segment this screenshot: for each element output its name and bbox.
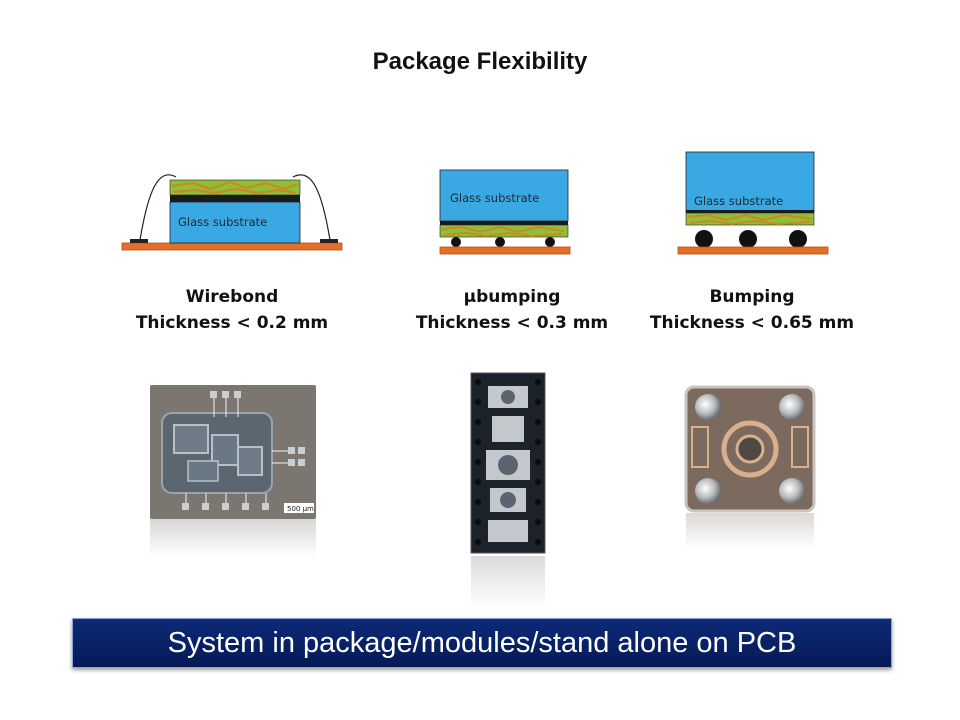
pcb-board	[121, 242, 343, 251]
wirebond-caption: Wirebond Thickness < 0.2 mm	[112, 284, 352, 336]
glass-substrate-label: Glass substrate	[178, 215, 267, 229]
glass-substrate	[439, 169, 569, 222]
bond-wire-left	[139, 174, 177, 241]
wirebond-chip-photo: 500 µm	[150, 385, 316, 557]
microbump-chip-photo	[470, 372, 546, 608]
solder-bump	[789, 230, 807, 248]
micro-bump	[495, 237, 505, 247]
package-name: µbumping	[463, 287, 561, 307]
bumping-caption: Bumping Thickness < 0.65 mm	[632, 284, 872, 336]
microbump-diagram: Glass substrate	[439, 169, 571, 255]
package-name: Bumping	[709, 287, 795, 307]
microbump-caption: µbumping Thickness < 0.3 mm	[392, 284, 632, 336]
glass-substrate	[685, 151, 815, 213]
wirebond-diagram: Glass substrate	[121, 174, 343, 251]
pcb-board	[439, 246, 571, 255]
interconnect-traces	[687, 213, 813, 226]
solder-bump	[739, 230, 757, 248]
bumping-chip-photo	[684, 385, 816, 548]
interconnect-layer-dark	[686, 210, 814, 213]
bond-pad-left	[130, 239, 148, 243]
package-name: Wirebond	[185, 287, 279, 307]
package-thickness: Thickness < 0.65 mm	[649, 313, 855, 333]
interconnect-traces	[441, 225, 565, 238]
package-thickness: Thickness < 0.2 mm	[135, 313, 329, 333]
bond-pad-right	[320, 239, 338, 243]
summary-banner: System in package/modules/stand alone on…	[72, 618, 892, 668]
glass-substrate	[169, 201, 301, 244]
pcb-board	[677, 246, 829, 255]
slide-title: Package Flexibility	[372, 48, 588, 75]
package-thickness: Thickness < 0.3 mm	[415, 313, 609, 333]
micro-bump	[545, 237, 555, 247]
solder-bump	[695, 230, 713, 248]
micro-bump	[451, 237, 461, 247]
summary-banner-text: System in package/modules/stand alone on…	[167, 626, 797, 659]
scale-bar-label: 500 µm	[287, 505, 314, 513]
interconnect-layer-dark	[170, 195, 300, 202]
glass-substrate-label: Glass substrate	[450, 191, 539, 205]
bumping-diagram: Glass substrate	[677, 151, 829, 255]
bond-wire-right	[292, 174, 331, 241]
interconnect-layer-dark	[440, 221, 568, 225]
interconnect-traces	[171, 180, 299, 195]
glass-substrate-label: Glass substrate	[694, 194, 783, 208]
